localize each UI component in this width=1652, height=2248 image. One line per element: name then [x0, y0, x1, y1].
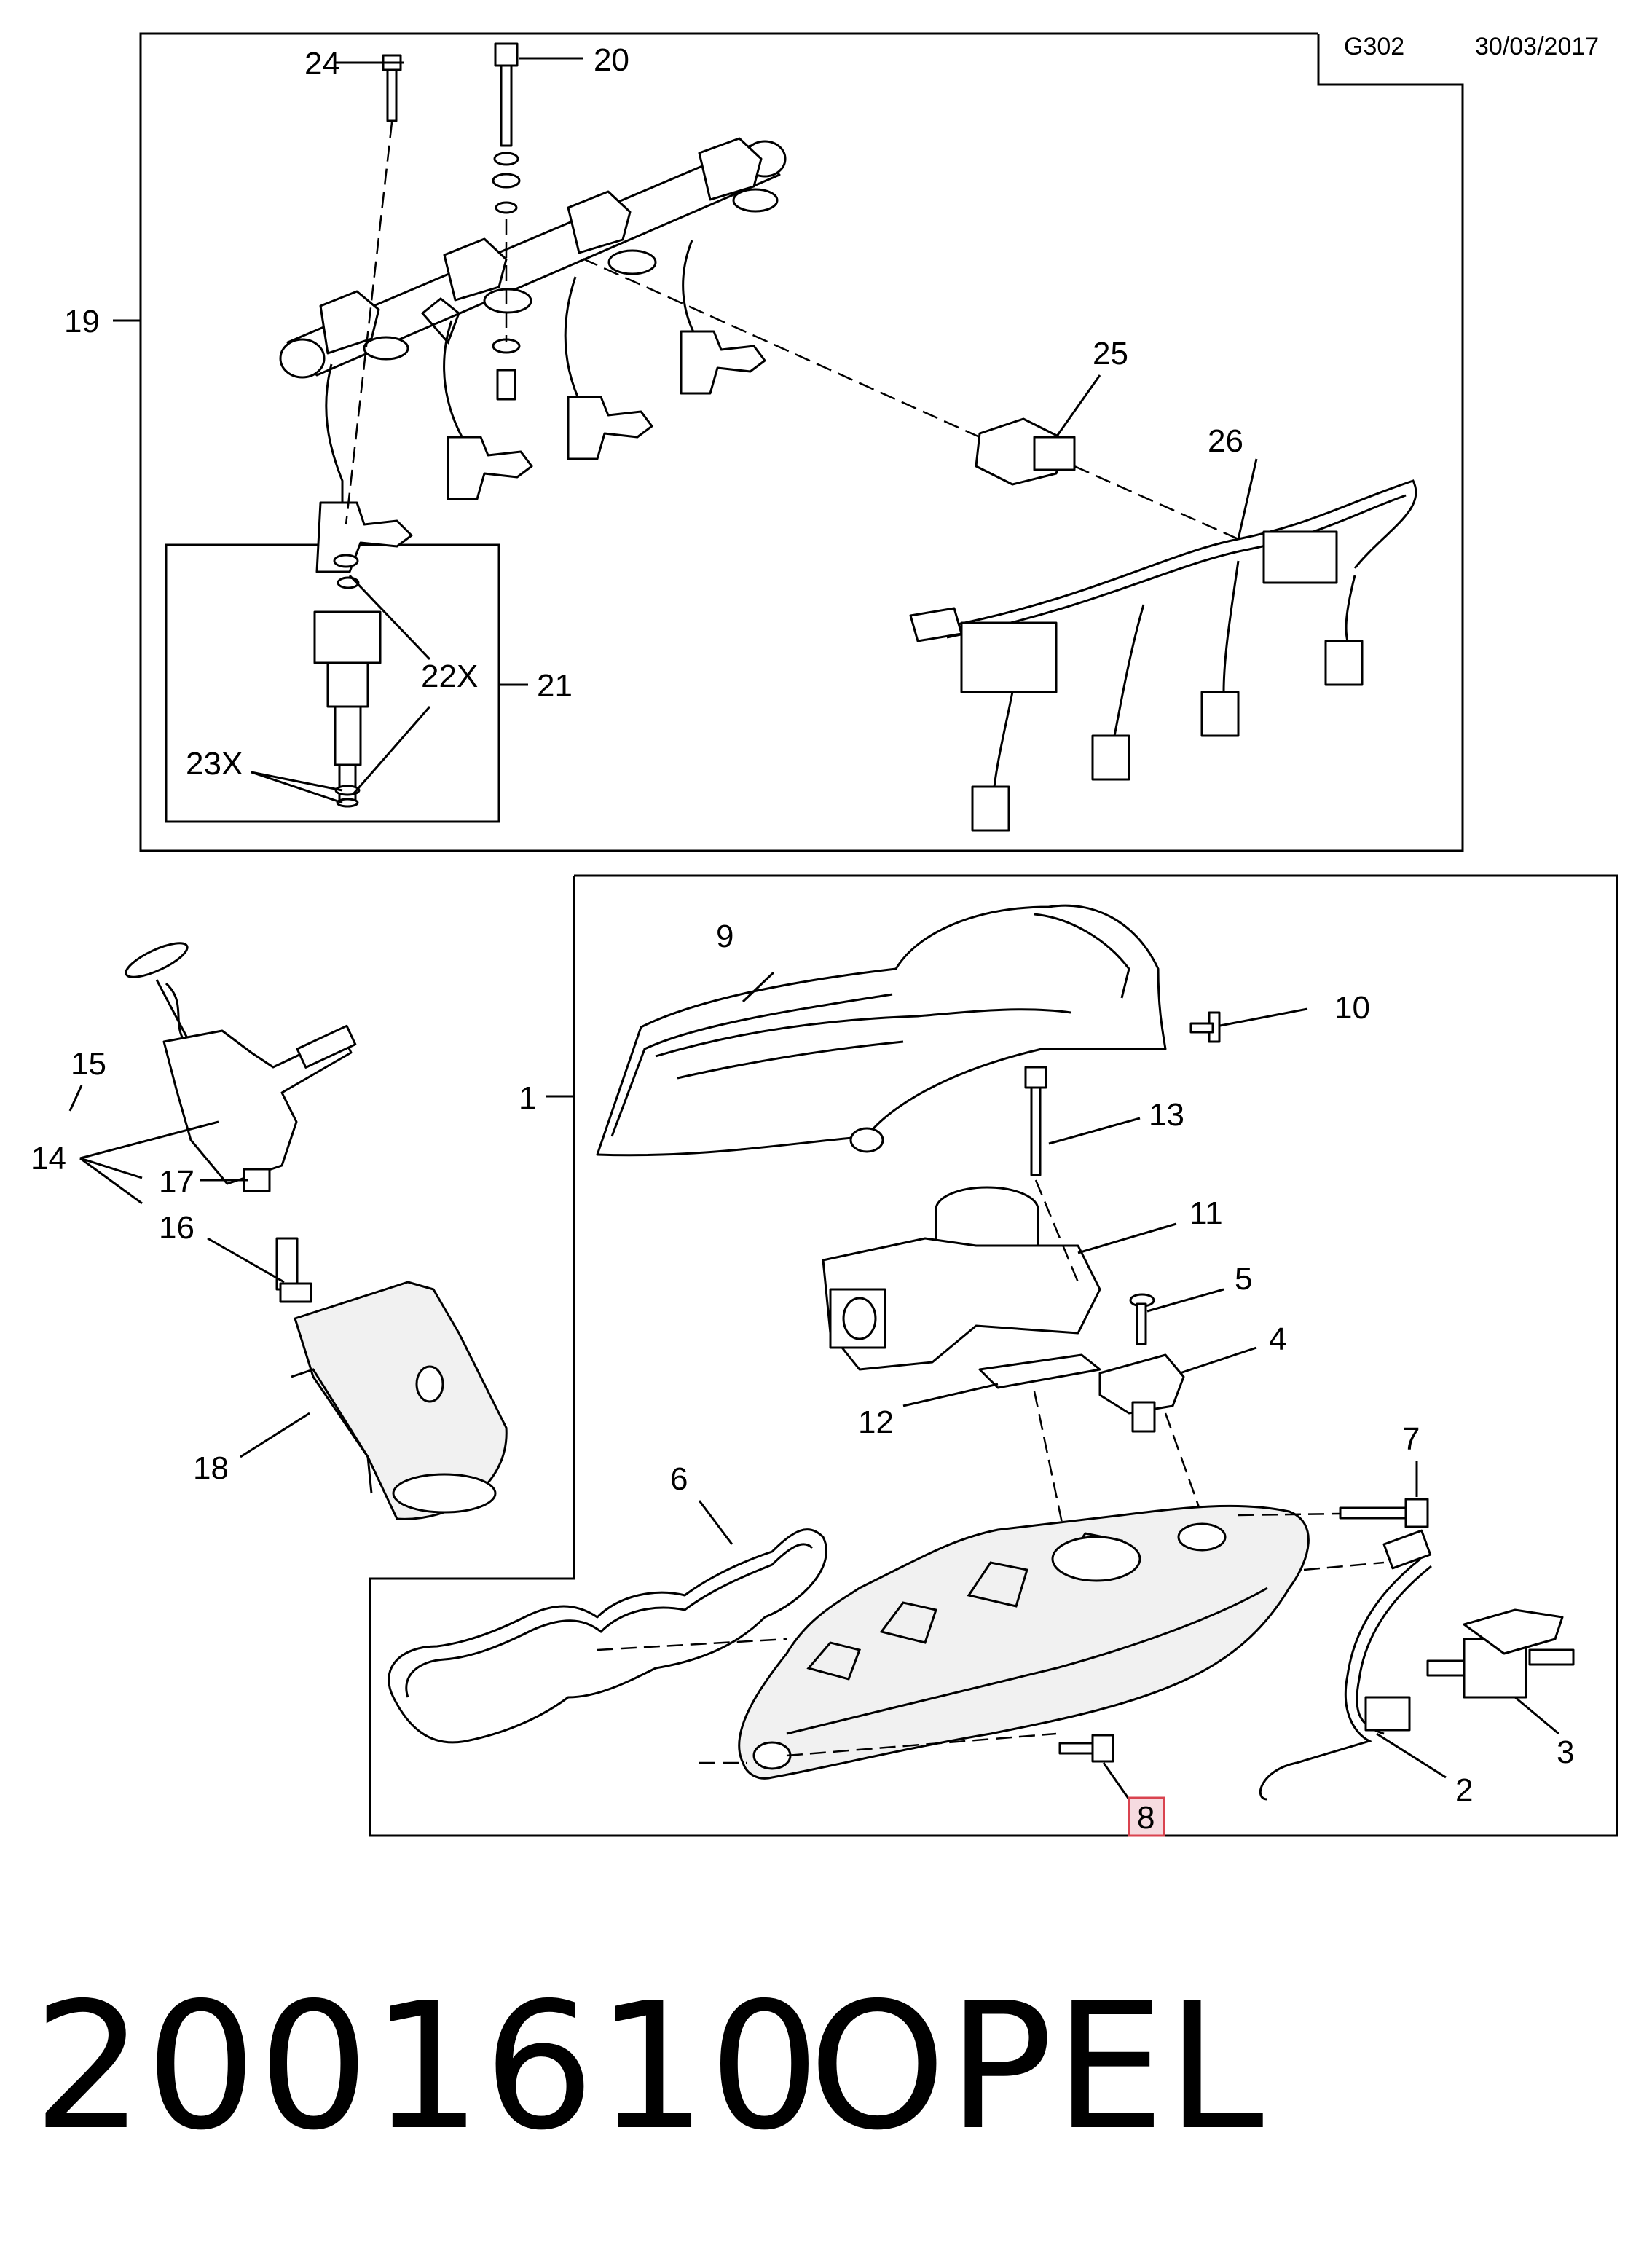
bolt-8-drawing	[1058, 1734, 1114, 1763]
callout-1[interactable]: 1	[519, 1080, 536, 1116]
leader-25	[1055, 374, 1101, 438]
bolt-7-dash	[1238, 1512, 1341, 1517]
leader-15	[68, 1085, 83, 1112]
wiring-harness-drawing	[909, 479, 1417, 832]
fuel-rail-drawing	[279, 137, 787, 573]
leader-5	[1146, 1288, 1224, 1313]
callout-14[interactable]: 14	[31, 1141, 66, 1176]
leader-6	[698, 1500, 733, 1545]
leader-11	[1077, 1222, 1177, 1254]
callout-6[interactable]: 6	[670, 1461, 688, 1497]
callout-7[interactable]: 7	[1402, 1421, 1420, 1457]
map-sensor-drawing	[1098, 1353, 1185, 1433]
callout-8[interactable]: 8	[1137, 1800, 1155, 1836]
diagram-date: 30/03/2017	[1475, 33, 1599, 60]
leader-2	[1376, 1732, 1447, 1779]
callout-25[interactable]: 25	[1093, 336, 1128, 372]
leader-14-b	[79, 1157, 143, 1179]
callout-2[interactable]: 2	[1455, 1772, 1473, 1808]
leader-3	[1514, 1696, 1559, 1735]
bolt-13-dash	[1034, 1179, 1079, 1283]
callout-9[interactable]: 9	[716, 919, 733, 954]
brand-name: OPEL	[809, 1965, 1265, 2169]
leader-8	[1102, 1762, 1130, 1800]
leader-26	[1237, 458, 1258, 540]
part-number: 2001610	[33, 1965, 822, 2169]
throttle-body-drawing	[822, 1186, 1101, 1371]
injector-drawing	[313, 554, 382, 808]
callout-3[interactable]: 3	[1557, 1734, 1574, 1770]
gasket-dash	[1033, 1391, 1065, 1530]
sensor-4-dash	[1164, 1412, 1203, 1516]
bolt-20-drawing	[492, 42, 521, 401]
engine-cover-drawing	[596, 904, 1167, 1157]
sensor-dash	[582, 257, 980, 439]
callouts: 24 20 19 25 26 22X 21 23X 15 14 17 16 18…	[31, 42, 1574, 1837]
callout-12[interactable]: 12	[858, 1404, 894, 1440]
sensor-harness-dash	[1074, 465, 1239, 541]
callout-8-highlight	[1128, 1796, 1165, 1837]
diagram-code: G302	[1344, 33, 1404, 60]
leader-10	[1219, 1007, 1308, 1027]
callout-26[interactable]: 26	[1208, 423, 1243, 459]
leader-22x-a	[348, 574, 431, 661]
leader-18	[240, 1412, 310, 1458]
callout-19[interactable]: 19	[64, 304, 100, 339]
callout-20[interactable]: 20	[594, 42, 629, 78]
callout-10[interactable]: 10	[1334, 990, 1370, 1026]
upper-group-frame	[139, 32, 1464, 852]
vent-pipe-drawing	[1259, 1529, 1432, 1801]
callout-15[interactable]: 15	[71, 1046, 106, 1082]
leader-22x-b	[352, 706, 431, 795]
purge-valve-drawing	[1426, 1608, 1575, 1699]
callout-24[interactable]: 24	[304, 46, 340, 82]
pipe-2-dash	[1303, 1561, 1385, 1571]
callout-11[interactable]: 11	[1189, 1195, 1223, 1231]
bolt-24-dash	[345, 122, 393, 525]
callout-13[interactable]: 13	[1149, 1097, 1184, 1133]
bolt-13-drawing	[1024, 1066, 1047, 1176]
screw-5-drawing	[1129, 1293, 1155, 1345]
callout-22x[interactable]: 22X	[421, 659, 478, 694]
leader-4	[1179, 1346, 1257, 1375]
callout-21[interactable]: 21	[537, 668, 573, 704]
leader-23x-b	[251, 771, 343, 804]
leader-9	[742, 971, 775, 1003]
manifold-gasket-drawing	[388, 1528, 827, 1744]
gasket-12-drawing	[978, 1353, 1101, 1389]
fuel-pump-drawing	[125, 942, 357, 1303]
bolt-10-drawing	[1189, 1011, 1221, 1043]
lower-group-frame	[369, 874, 1618, 1837]
leader-13	[1048, 1117, 1141, 1145]
intake-manifold-drawing	[738, 1504, 1310, 1780]
callout-18[interactable]: 18	[193, 1450, 229, 1486]
leader-12	[902, 1383, 999, 1407]
callout-23x[interactable]: 23X	[186, 746, 243, 782]
leader-16	[207, 1237, 285, 1284]
pump-housing-18-drawing	[291, 1281, 508, 1520]
leader-14-c	[79, 1157, 143, 1205]
callout-16[interactable]: 16	[159, 1210, 194, 1246]
pressure-sensor-drawing	[975, 417, 1076, 486]
callout-17[interactable]: 17	[159, 1164, 194, 1200]
gasket-6-dash	[597, 1638, 787, 1651]
callout-5[interactable]: 5	[1235, 1261, 1252, 1297]
bolt-8-dash	[786, 1732, 1057, 1757]
callout-4[interactable]: 4	[1269, 1321, 1286, 1357]
bolt-7-drawing	[1339, 1498, 1429, 1528]
leader-23x-a	[251, 771, 343, 792]
bolt-24-drawing	[382, 54, 402, 122]
leader-14-a	[79, 1120, 219, 1160]
